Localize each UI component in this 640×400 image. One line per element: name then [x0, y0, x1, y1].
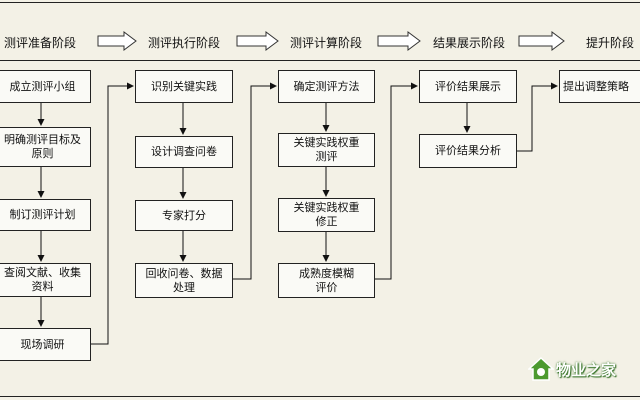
arrow-c1-to-c2: [91, 82, 134, 345]
arrow-c2-to-c3: [233, 82, 277, 280]
box-define-goals: 明确测评目标及 原则: [0, 127, 91, 167]
house-logo-icon: [528, 356, 554, 381]
box-adjust-strategy: 提出调整策略: [559, 70, 640, 103]
stage-label-execution: 测评执行阶段: [148, 36, 221, 50]
stage-arrow-3: [377, 31, 421, 51]
stage-label-calculation: 测评计算阶段: [290, 36, 363, 50]
stage-label-preparation: 测评准备阶段: [4, 36, 77, 50]
box-result-analysis: 评价结果分析: [419, 134, 517, 168]
box-determine-method: 确定测评方法: [278, 70, 375, 103]
box-collect-literature: 查阅文献、收集 资料: [0, 263, 91, 297]
arrow-c4-to-c5: [517, 82, 558, 152]
box-weight-evaluation: 关键实践权重 测评: [278, 133, 375, 167]
box-data-processing: 回收问卷、数据 处理: [135, 263, 233, 298]
top-border: [0, 2, 640, 3]
watermark-text: 物业之家: [556, 360, 617, 379]
box-field-research: 现场调研: [0, 328, 91, 361]
stage-label-presentation: 结果展示阶段: [433, 36, 506, 50]
stage-arrow-1: [97, 31, 137, 51]
box-weight-correction: 关键实践权重 修正: [278, 198, 375, 232]
stage-arrow-4: [518, 31, 565, 51]
stage-arrow-2: [236, 31, 279, 51]
box-form-team: 成立测评小组: [0, 70, 91, 103]
header-divider: [0, 60, 640, 61]
box-fuzzy-evaluation: 成熟度模糊 评价: [278, 263, 375, 298]
arrow-c3-to-c4: [375, 82, 418, 280]
box-result-display: 评价结果展示: [419, 70, 517, 103]
stage-label-improvement: 提升阶段: [586, 36, 635, 50]
bottom-border: [0, 396, 640, 397]
box-design-questionnaire: 设计调查问卷: [135, 136, 233, 168]
box-expert-scoring: 专家打分: [135, 200, 233, 231]
watermark: 物业之家: [528, 354, 640, 384]
box-identify-practices: 识别关键实践: [135, 70, 233, 103]
box-make-plan: 制订测评计划: [0, 199, 91, 231]
